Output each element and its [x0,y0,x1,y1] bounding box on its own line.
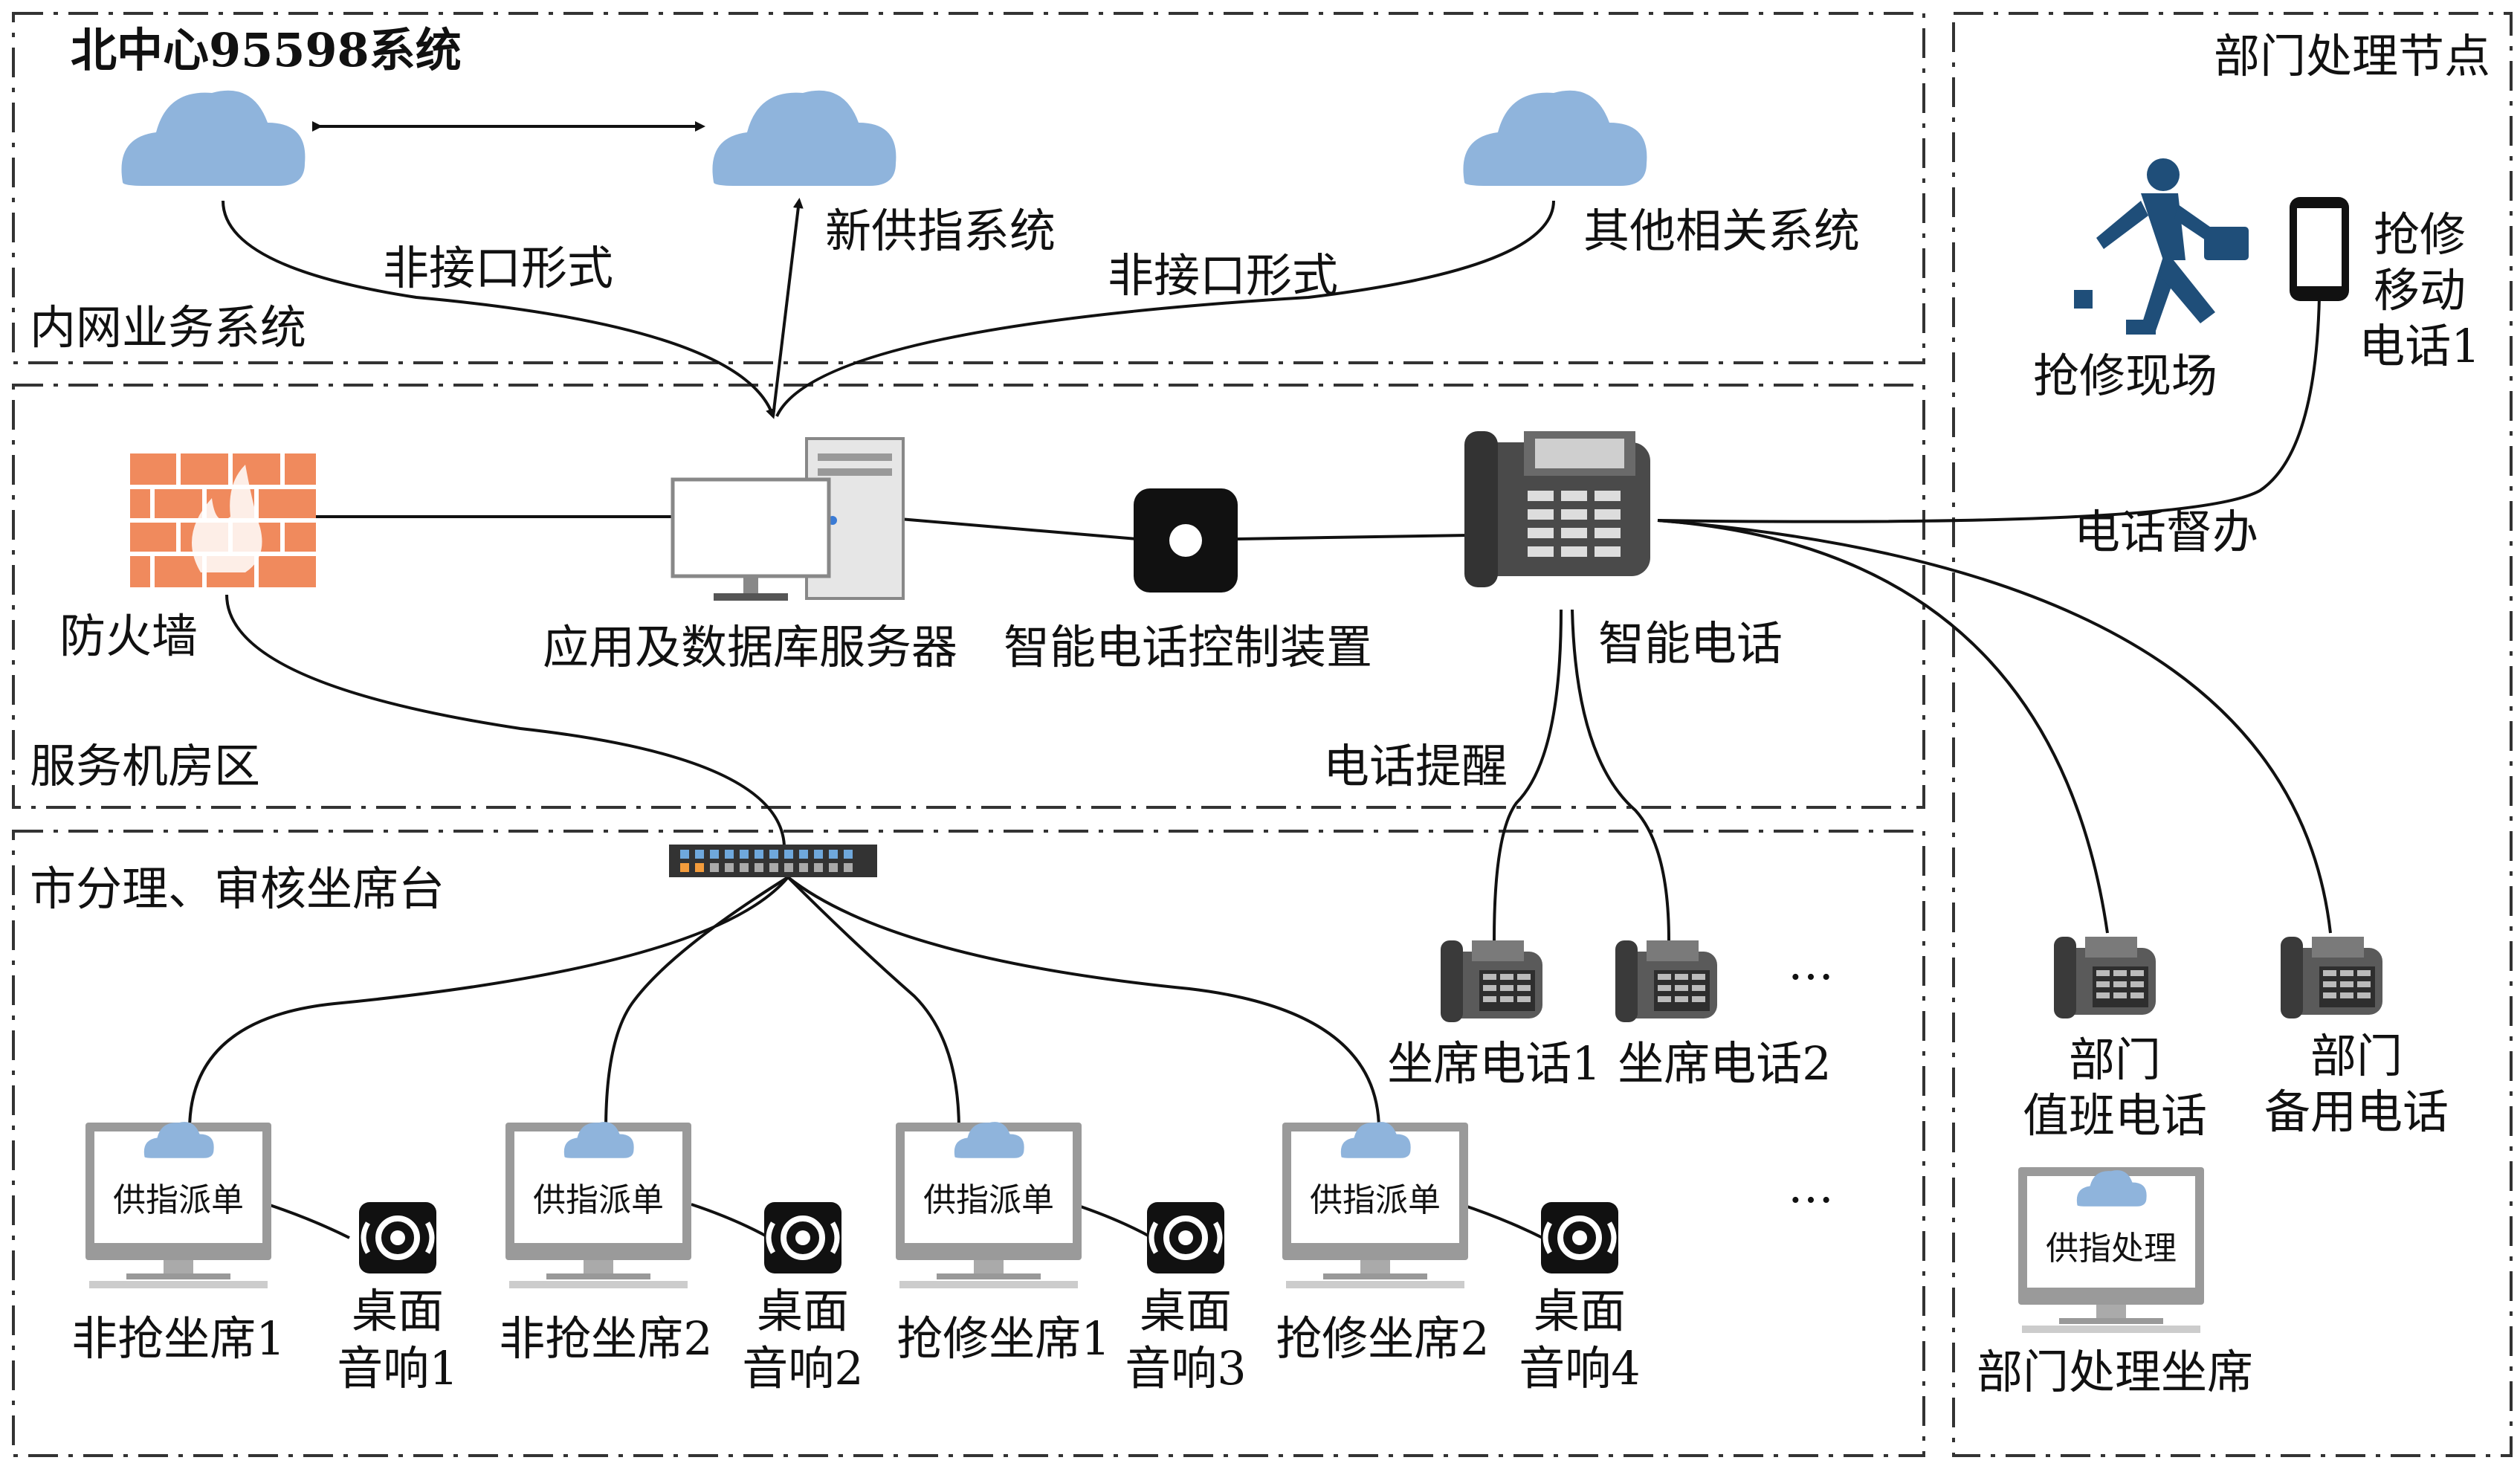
speaker-4-label-2: 音响4 [1519,1341,1641,1395]
other-system-cloud-icon [1463,90,1647,187]
speaker-2-icon [764,1202,841,1273]
speaker-1-label-2: 音响1 [337,1341,459,1395]
workstation-2-label: 非抢坐席2 [499,1311,713,1366]
north-center-label: 北中心95598系统 [71,23,462,77]
dept-station-screen: 供指处理 [2046,1230,2177,1268]
speaker-1-icon [359,1202,436,1273]
new-dispatch-cloud-icon [712,90,896,187]
ellipsis-workstations: … [1788,1159,1834,1213]
firewall-icon [130,453,316,587]
workstation-3-label: 抢修坐席1 [896,1311,1111,1366]
phone-remind-label: 电话提醒 [1323,739,1508,793]
server-icon [671,437,905,601]
region-label-dept: 部门处理节点 [2213,29,2490,83]
network-switch-icon [669,845,877,877]
region-label-server-room: 服务机房区 [30,739,261,793]
new-dispatch-label: 新供指系统 [825,204,1056,258]
mobile-label-line1: 抢修 [2373,207,2466,262]
workstation-1-screen: 供指派单 [113,1181,244,1219]
mobile-phone-icon [2290,197,2349,301]
seat-phone-1-label: 坐席电话1 [1387,1036,1601,1091]
other-system-label: 其他相关系统 [1583,204,1861,258]
region-label-seats: 市分理、审核坐席台 [30,862,445,916]
non-interface-label-2: 非接口形式 [1108,248,1339,303]
backup-phone-icon [2281,937,2382,1018]
dept-station-label: 部门处理坐席 [1976,1345,2254,1399]
seat-phone-1-icon [1441,940,1542,1022]
phone-supervise-label: 电话督办 [2074,505,2259,559]
runner-icon [2074,158,2249,335]
speaker-1-label-1: 桌面 [351,1284,445,1338]
speaker-3-label-1: 桌面 [1139,1284,1232,1338]
controller-label: 智能电话控制装置 [1004,620,1373,674]
backup-phone-label-2: 备用电话 [2264,1085,2449,1139]
ellipsis-phones: … [1788,936,1834,990]
mobile-label-line2: 移动 [2373,263,2466,317]
seat-phone-2-icon [1615,940,1717,1022]
workstation-1-label: 非抢坐席1 [71,1311,285,1366]
smart-phone-label: 智能电话 [1598,616,1783,671]
intranet-region [12,12,1925,364]
speaker-3-icon [1147,1202,1224,1273]
workstation-2-screen: 供指派单 [533,1181,664,1219]
region-label-intranet: 内网业务系统 [30,300,307,355]
speaker-2-label-2: 音响2 [742,1341,864,1395]
duty-phone-label-2: 值班电话 [2022,1088,2208,1143]
server-label: 应用及数据库服务器 [543,620,958,674]
seat-phone-2-label: 坐席电话2 [1618,1036,1832,1091]
smart-phone-icon [1464,431,1650,587]
workstation-4-screen: 供指派单 [1310,1181,1441,1219]
speaker-2-label-1: 桌面 [756,1284,850,1338]
non-interface-label-1: 非接口形式 [383,241,614,295]
workstation-3-screen: 供指派单 [923,1181,1054,1219]
speaker-3-label-2: 音响3 [1125,1341,1247,1395]
north-center-cloud-icon [121,90,306,187]
duty-phone-label-1: 部门 [2068,1033,2162,1087]
mobile-label-line3: 电话1 [2359,319,2481,373]
speaker-4-icon [1541,1202,1618,1273]
firewall-label: 防火墙 [59,609,198,663]
duty-phone-icon [2054,937,2156,1018]
repair-site-label: 抢修现场 [2033,349,2218,403]
seats-region [12,830,1925,1457]
speaker-4-label-1: 桌面 [1533,1284,1626,1338]
dept-region [1952,12,2513,1457]
controller-icon [1134,488,1238,593]
backup-phone-label-1: 部门 [2310,1029,2403,1083]
server-room-region [12,384,1925,809]
workstation-4-label: 抢修坐席2 [1276,1311,1490,1366]
